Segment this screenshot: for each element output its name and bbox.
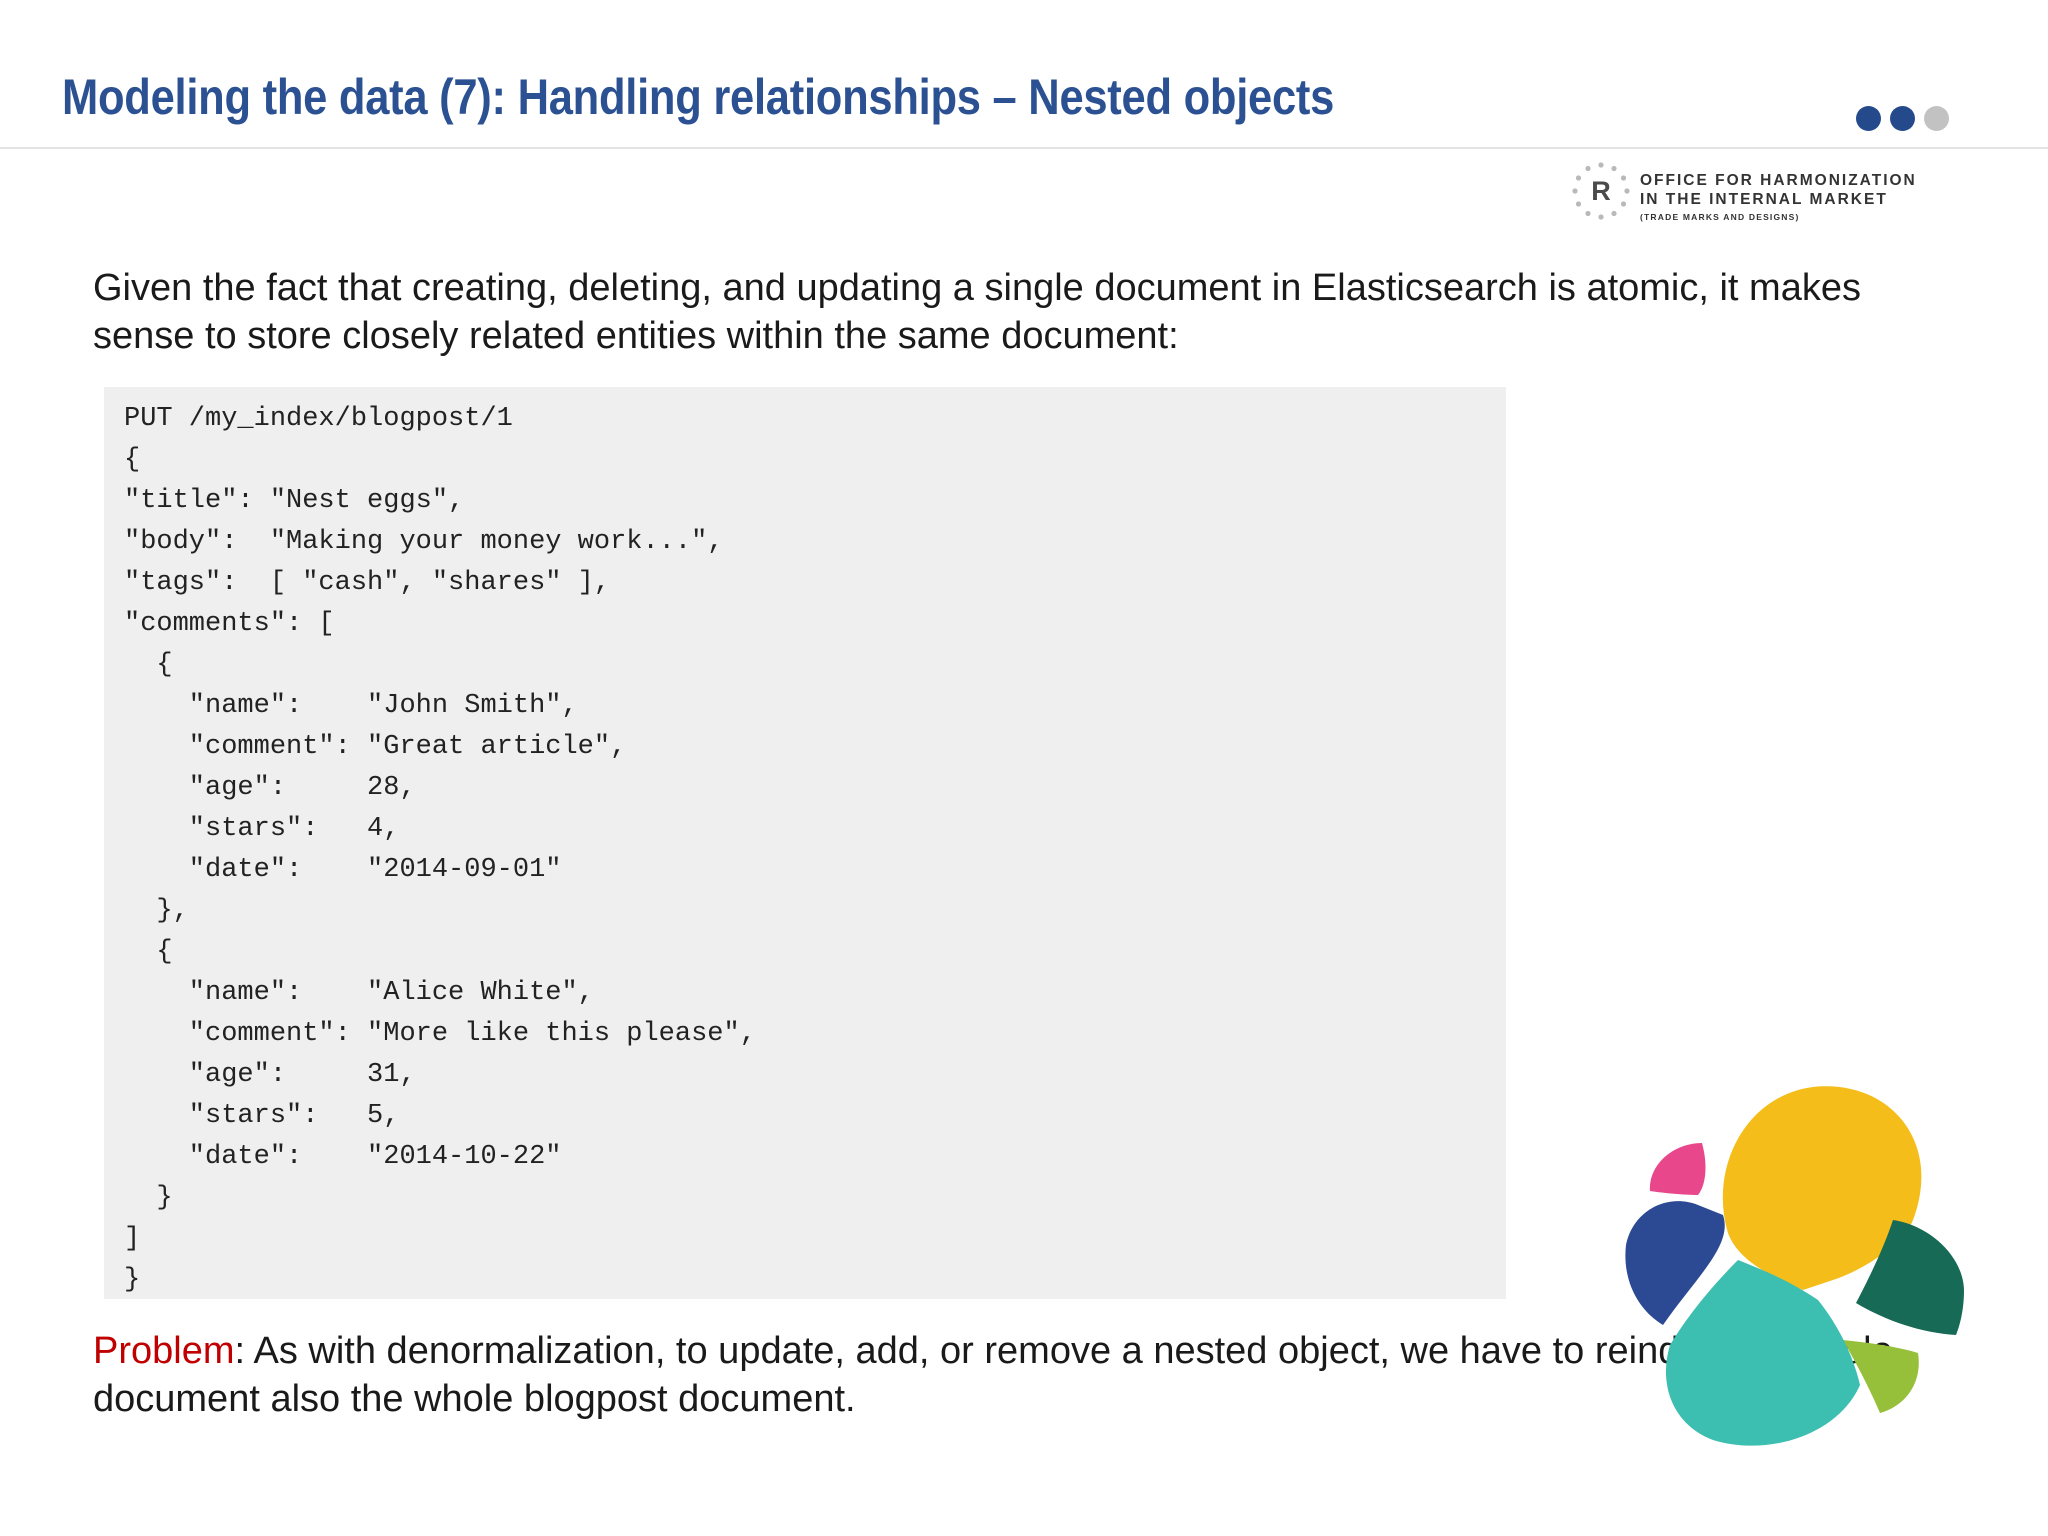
logo-yellow-segment (1722, 1086, 1922, 1290)
problem-label: Problem (93, 1330, 235, 1372)
intro-paragraph: Given the fact that creating, deleting, … (93, 267, 1861, 357)
dot-icon (1924, 106, 1949, 131)
elasticsearch-logo-icon (1625, 1086, 1964, 1446)
ohim-emblem-icon: R (1572, 162, 1630, 220)
dot-icon (1856, 106, 1881, 131)
org-name-line-2: IN THE INTERNAL MARKET (1640, 191, 1888, 208)
dot-icon (1890, 106, 1915, 131)
ohim-logo: R OFFICE FOR HARMONIZATION IN THE INTERN… (1570, 160, 1970, 226)
code-block: PUT /my_index/blogpost/1 { "title": "Nes… (104, 387, 1506, 1299)
header-divider (0, 147, 2048, 149)
logo-dark-green-segment (1856, 1220, 1964, 1335)
logo-navy-segment (1625, 1201, 1725, 1325)
three-dots-icon (1856, 104, 1949, 132)
org-name-line-1: OFFICE FOR HARMONIZATION (1640, 172, 1917, 189)
logo-lime-segment (1843, 1340, 1919, 1413)
logo-pink-segment (1649, 1143, 1706, 1195)
org-name-line-3: (TRADE MARKS AND DESIGNS) (1640, 212, 1800, 222)
problem-text: : As with denormalization, to update, ad… (93, 1330, 1893, 1420)
slide-title: Modeling the data (7): Handling relation… (62, 69, 1335, 125)
problem-paragraph: Problem: As with denormalization, to upd… (93, 1327, 1913, 1423)
code-listing: PUT /my_index/blogpost/1 { "title": "Nes… (124, 404, 756, 1295)
logo-teal-segment (1665, 1260, 1860, 1446)
emblem-letter: R (1591, 176, 1611, 206)
